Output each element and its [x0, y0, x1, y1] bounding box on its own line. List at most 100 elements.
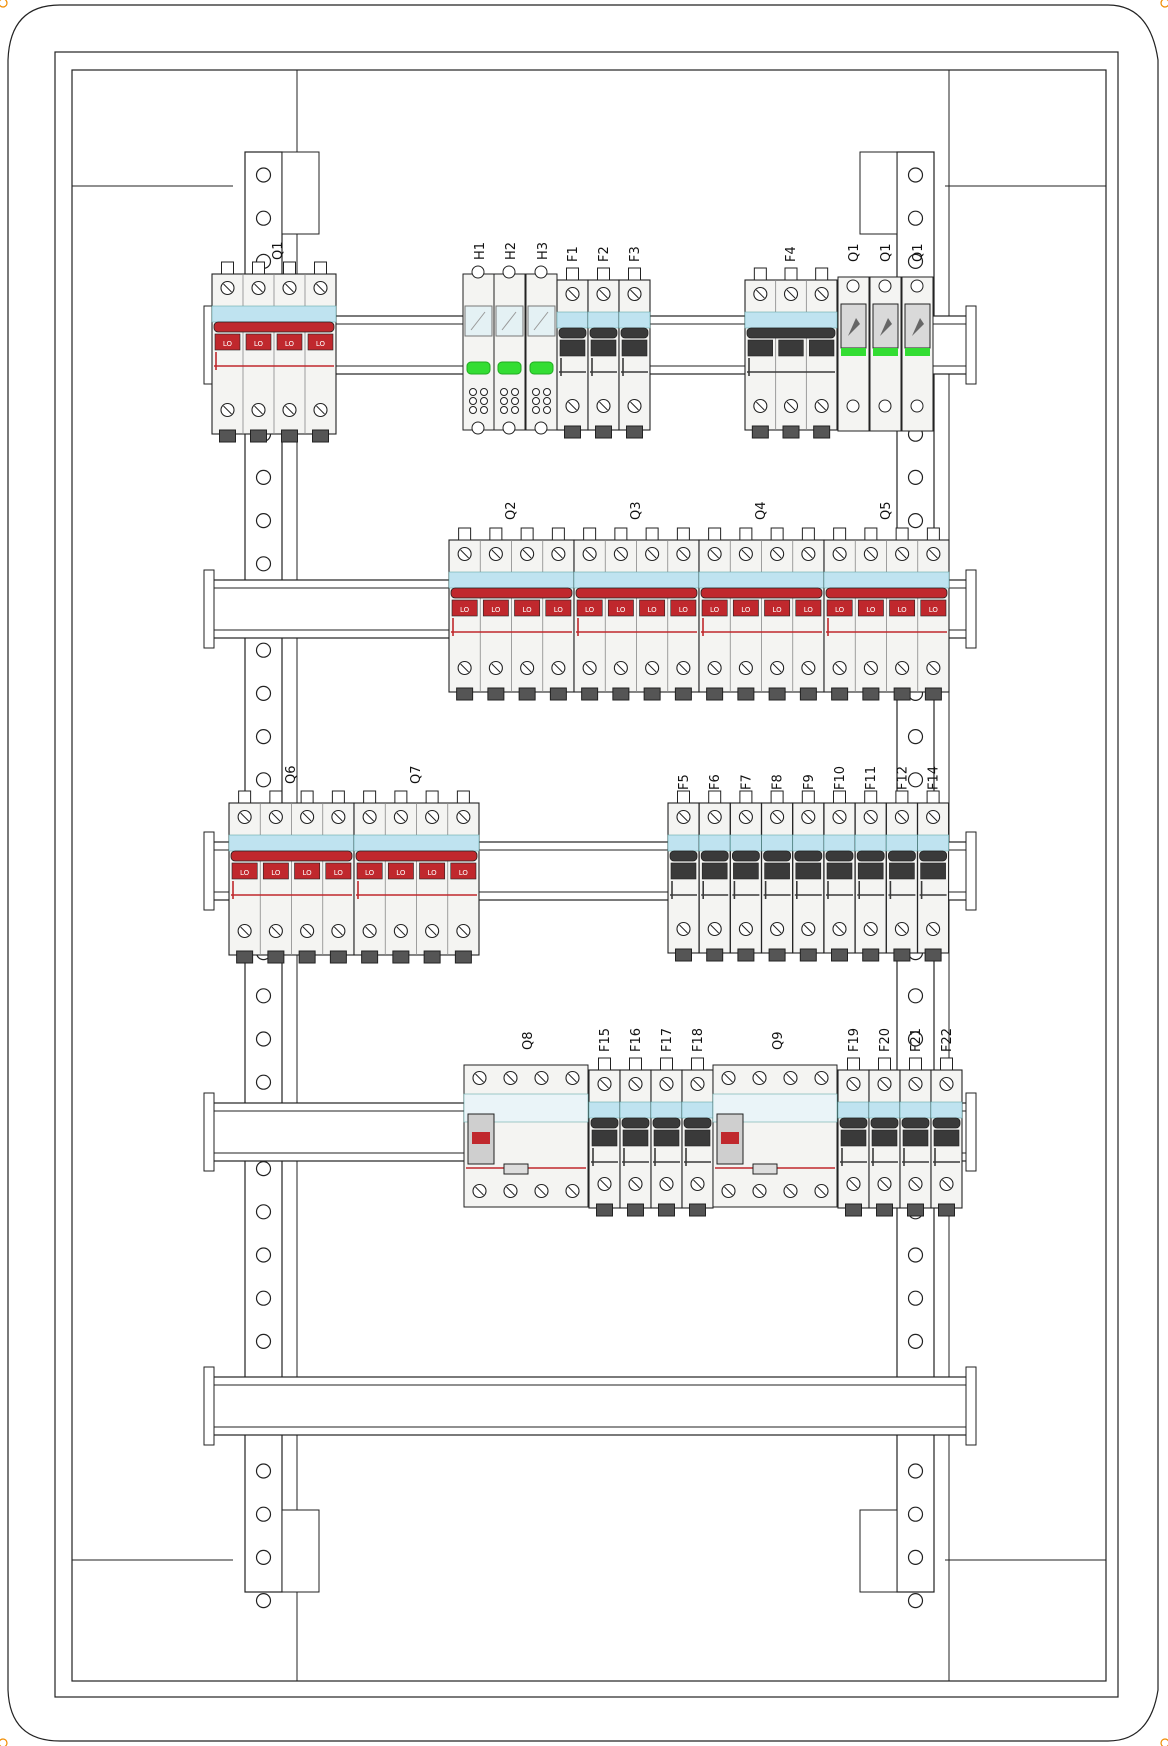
- lamp-contact: [480, 397, 488, 405]
- handle: [670, 599, 697, 617]
- terminal-slot: [254, 283, 263, 293]
- handle: [622, 1129, 649, 1147]
- bottom-clip: [236, 950, 254, 964]
- terminal-clip: [489, 527, 503, 541]
- handle: [795, 862, 822, 880]
- handle-bar: [620, 327, 649, 339]
- terminal-slot: [396, 926, 406, 936]
- handle-bar: [589, 327, 618, 339]
- bottom-clip: [907, 1203, 924, 1217]
- terminal-clip: [394, 790, 408, 804]
- terminal-clip: [583, 527, 597, 541]
- handle-bar: [825, 850, 854, 862]
- terminal-clip: [628, 267, 641, 281]
- bottom-clip: [392, 950, 410, 964]
- handle: [764, 862, 790, 880]
- handle: [701, 599, 728, 617]
- bottom-clip: [250, 429, 267, 443]
- terminal-clip: [739, 790, 753, 804]
- terminal-slot: [710, 924, 720, 934]
- din-rail-end-right: [965, 305, 977, 385]
- rcd-test-button: [752, 1163, 778, 1175]
- enclosure-outer-frame: [7, 4, 1159, 1742]
- handle: [809, 339, 835, 357]
- terminal-clip: [425, 790, 439, 804]
- bottom-clip: [737, 687, 755, 701]
- terminal-slot: [755, 289, 765, 299]
- terminal-slot: [365, 812, 374, 822]
- label-window: [681, 1101, 714, 1119]
- bottom-clip: [924, 687, 942, 701]
- lamp-contact: [532, 397, 540, 405]
- bottom-clip: [595, 425, 612, 439]
- label-window: [744, 311, 838, 329]
- lamp-contact: [500, 406, 508, 414]
- terminal-slot: [929, 549, 938, 559]
- handle-bar: [700, 587, 823, 599]
- terminal-clip: [895, 527, 909, 541]
- handle-bar: [839, 1117, 868, 1129]
- breaker-marking: LO: [866, 606, 876, 614]
- terminal-slot: [693, 1079, 702, 1089]
- terminal-clip: [909, 1057, 922, 1071]
- bottom-clip: [281, 429, 298, 443]
- terminal-clip: [926, 527, 940, 541]
- device-label-f15: F15: [598, 1028, 613, 1052]
- breaker-f5: [667, 790, 700, 962]
- mounting-hole: [255, 728, 272, 745]
- terminal-clip: [300, 790, 314, 804]
- terminal-slot: [662, 1179, 671, 1189]
- terminal-slot: [537, 1186, 546, 1196]
- breaker-marking: LO: [285, 340, 295, 348]
- breaker-marking: LO: [460, 606, 470, 614]
- mounting-hole: [907, 1463, 924, 1479]
- bottom-clip: [799, 687, 817, 701]
- corner-marker-0: [0, 0, 8, 8]
- breaker-marking: LO: [616, 606, 626, 614]
- device-label-f2: F2: [597, 246, 612, 262]
- bottom-clip: [581, 687, 599, 701]
- mounting-hole: [255, 512, 272, 529]
- bottom-clip: [219, 429, 236, 443]
- mounting-hole: [255, 642, 272, 658]
- lamp-green: [466, 361, 491, 375]
- handle: [902, 1129, 929, 1147]
- rcd-handle-red: [721, 1132, 739, 1144]
- label-window: [917, 834, 949, 852]
- mounting-hole: [907, 167, 924, 183]
- terminal-slot: [334, 926, 343, 936]
- terminal-slot: [880, 1079, 889, 1089]
- terminal-slot: [254, 405, 263, 415]
- terminal-clip: [895, 790, 909, 804]
- device-label-f16: F16: [629, 1028, 644, 1052]
- bottom-clip: [938, 1203, 955, 1217]
- bottom-clip: [627, 1203, 644, 1217]
- breaker-f20: [868, 1057, 901, 1217]
- lamp-contact: [543, 406, 551, 414]
- surge-arrester-1: [837, 276, 870, 432]
- bottom-clip: [831, 948, 848, 962]
- arrester-terminal: [910, 279, 924, 293]
- mounting-hole: [907, 1506, 924, 1522]
- terminal-slot: [786, 289, 796, 299]
- terminal-slot: [803, 812, 813, 822]
- arrester-status-green: [873, 348, 898, 356]
- breaker-marking: LO: [491, 606, 501, 614]
- device-label-q4: Q4: [754, 501, 769, 520]
- rcd-q9: [712, 1064, 838, 1208]
- terminal-clip: [520, 527, 534, 541]
- terminal-clip: [645, 527, 659, 541]
- label-window: [587, 311, 620, 329]
- terminal-slot: [942, 1079, 951, 1089]
- terminal-slot: [710, 663, 719, 673]
- terminal-slot: [803, 924, 813, 934]
- handle: [231, 862, 258, 880]
- terminal-slot: [223, 405, 232, 415]
- handle: [889, 862, 915, 880]
- terminal-clip: [708, 790, 722, 804]
- terminal-slot: [460, 549, 469, 559]
- lamp-glass: [470, 311, 486, 331]
